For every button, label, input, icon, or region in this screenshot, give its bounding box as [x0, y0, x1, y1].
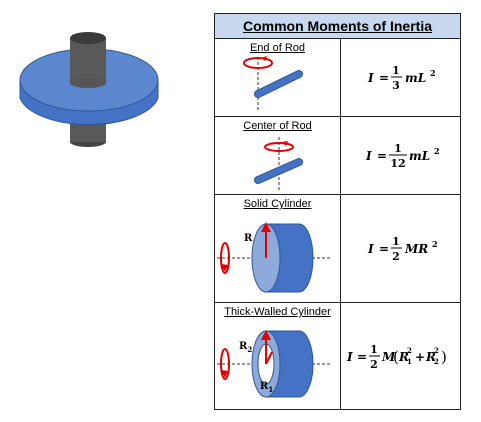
outer-radius-sub: 2: [247, 345, 252, 354]
formula-thick-walled-cylinder: I = 1 2 M ( R 1 2 + R 2 2 ): [341, 340, 460, 374]
formula-denominator: 3: [392, 79, 400, 92]
formula-exponent: 2: [430, 68, 436, 78]
end-of-rod-diagram: [243, 56, 303, 110]
svg-text:=: =: [379, 71, 389, 85]
formula-lhs: I: [365, 149, 372, 163]
inner-radius-sub: 1: [268, 385, 273, 394]
formula-tail: MR: [404, 242, 428, 256]
formula-solid-cylinder: I = 1 2 MR 2: [341, 232, 460, 266]
formula-numerator: 1: [392, 235, 400, 248]
svg-text:R2: R2: [239, 341, 252, 354]
formula-denominator: 2: [370, 358, 378, 371]
svg-text:=: =: [357, 350, 367, 364]
row-caption-center-of-rod: Center of Rod: [243, 120, 312, 132]
thick-walled-cylinder-diagram: R2 R1: [217, 330, 330, 398]
svg-text:+: +: [415, 350, 425, 364]
formula-tail: mL: [405, 71, 426, 85]
formula-svg: I = 1 12 mL 2: [365, 142, 440, 170]
inner-radius-label: R: [260, 381, 269, 392]
formula-lhs: I: [367, 242, 374, 256]
formula-end-of-rod: I = 1 3 mL 2: [341, 61, 460, 95]
formula-r1-sub: 1: [407, 357, 412, 366]
formula-r2-exp: 2: [434, 346, 439, 355]
formula-tail: mL: [409, 149, 430, 163]
row-divider: [215, 302, 460, 303]
radius-label: R: [244, 233, 253, 244]
row-caption-end-of-rod: End of Rod: [249, 42, 306, 54]
formula-svg: I = 1 2 M ( R 1 2 + R 2 2 ): [346, 343, 447, 371]
formula-lhs: I: [346, 350, 353, 364]
formula-mass: M: [381, 350, 396, 364]
formula-denominator: 12: [390, 157, 405, 170]
formula-numerator: 1: [392, 64, 400, 77]
formula-exponent: 2: [432, 239, 438, 249]
formula-r2-sub: 2: [434, 357, 439, 366]
moments-of-inertia-table: Common Moments of Inertia End of Rod I =…: [214, 13, 461, 410]
formula-numerator: 1: [370, 343, 378, 356]
row-divider: [215, 194, 460, 195]
formula-svg: I = 1 3 mL 2: [367, 64, 436, 92]
svg-text:R1: R1: [260, 381, 273, 394]
disk-on-axle-illustration: [19, 32, 159, 147]
row-caption-thick-walled-cylinder: Thick-Walled Cylinder: [224, 306, 331, 318]
solid-cylinder-diagram: R: [217, 222, 330, 293]
outer-radius-label: R: [239, 341, 248, 352]
svg-text:=: =: [377, 149, 387, 163]
svg-text:): ): [441, 348, 447, 366]
formula-exponent: 2: [434, 146, 440, 156]
formula-r1-exp: 2: [407, 346, 412, 355]
center-of-rod-diagram: [254, 136, 303, 190]
row-caption-solid-cylinder: Solid Cylinder: [243, 198, 312, 210]
svg-text:(: (: [393, 348, 399, 366]
formula-numerator: 1: [394, 142, 402, 155]
formula-r2: R: [425, 350, 436, 364]
formula-center-of-rod: I = 1 12 mL 2: [341, 139, 460, 173]
formula-r1: R: [398, 350, 409, 364]
svg-text:=: =: [379, 242, 389, 256]
formula-svg: I = 1 2 MR 2: [367, 235, 438, 263]
formula-denominator: 2: [392, 250, 400, 263]
row-divider: [215, 116, 460, 117]
column-divider: [340, 38, 341, 409]
table-title: Common Moments of Inertia: [215, 14, 460, 39]
formula-lhs: I: [367, 71, 374, 85]
